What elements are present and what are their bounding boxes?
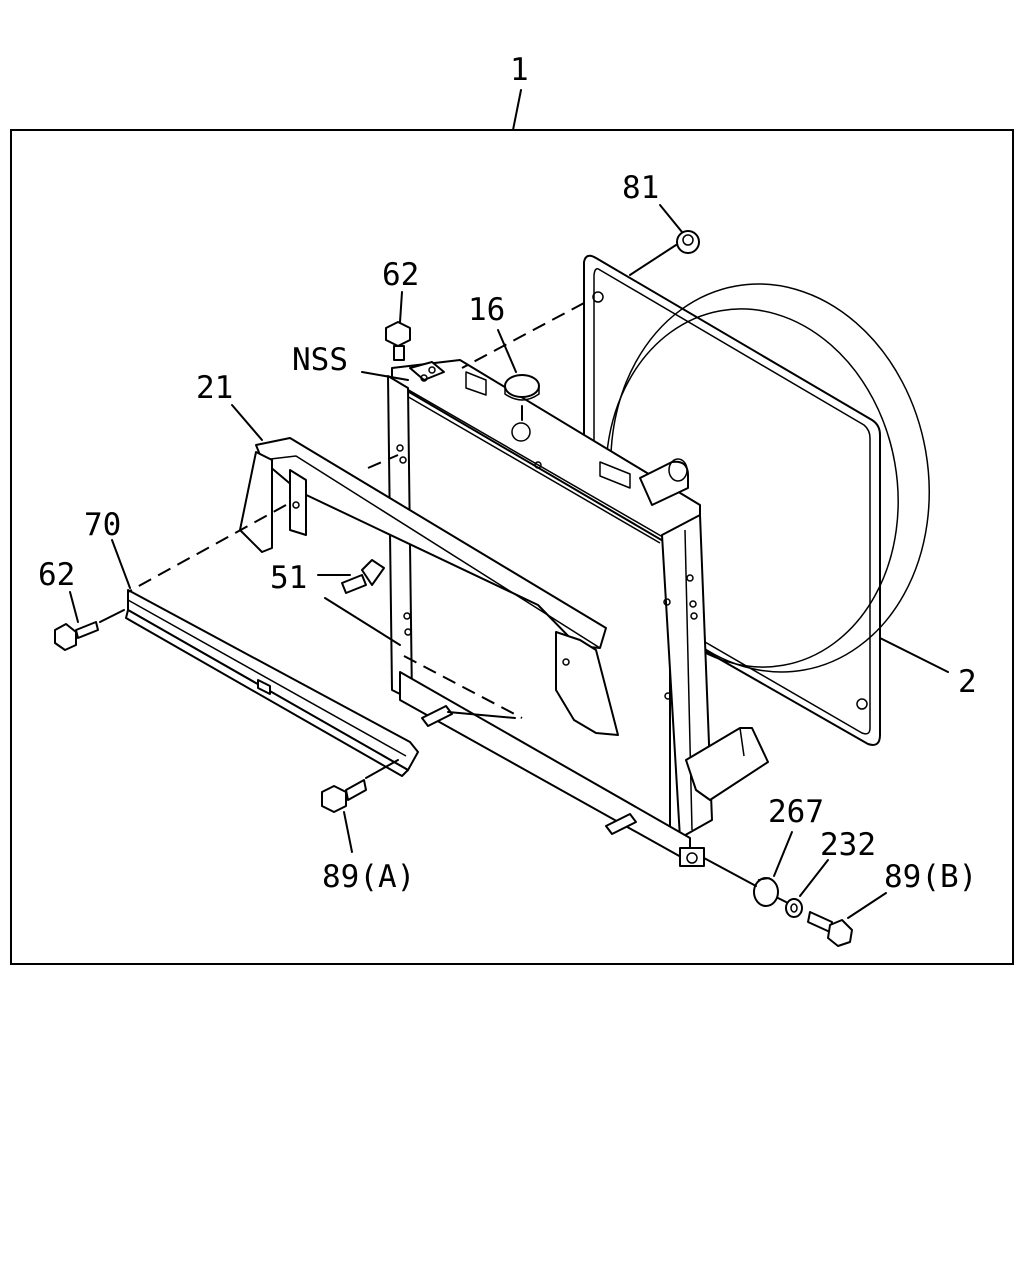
callout-lower-bracket: 70 (84, 507, 121, 543)
callout-cushion: 267 (768, 794, 824, 830)
lower-bracket (125, 589, 419, 777)
callout-labels: 1 81 62 16 NSS 21 70 62 51 2 267 232 89(… (38, 52, 977, 895)
clip (676, 230, 700, 254)
assembly-guides (99, 302, 787, 903)
bolt-left (54, 621, 99, 651)
callout-radiator-cap: 16 (468, 292, 505, 328)
upper-bracket (239, 437, 619, 736)
callout-bolt-left: 62 (38, 557, 75, 593)
callout-bolt-b: 89(B) (884, 859, 977, 895)
radiator-cap (504, 374, 540, 421)
callout-drain-plug: 51 (270, 560, 307, 596)
assembly-leader (512, 89, 522, 131)
callout-washer: 232 (820, 827, 876, 863)
washer (785, 898, 803, 918)
callout-fan-shroud: 2 (958, 664, 977, 700)
callout-bolt-a: 89(A) (322, 859, 415, 895)
callout-not-serviced: NSS (292, 342, 348, 378)
callout-upper-bracket: 21 (196, 370, 233, 406)
bolt-a (321, 779, 367, 813)
leader-lines (69, 204, 949, 919)
drain-plug (341, 559, 385, 594)
cushion (753, 877, 779, 907)
callout-clip: 81 (622, 170, 659, 206)
callout-assembly: 1 (510, 52, 529, 88)
bolt-b (807, 911, 853, 947)
bolt-top (385, 321, 411, 361)
callout-bolt-top: 62 (382, 257, 419, 293)
